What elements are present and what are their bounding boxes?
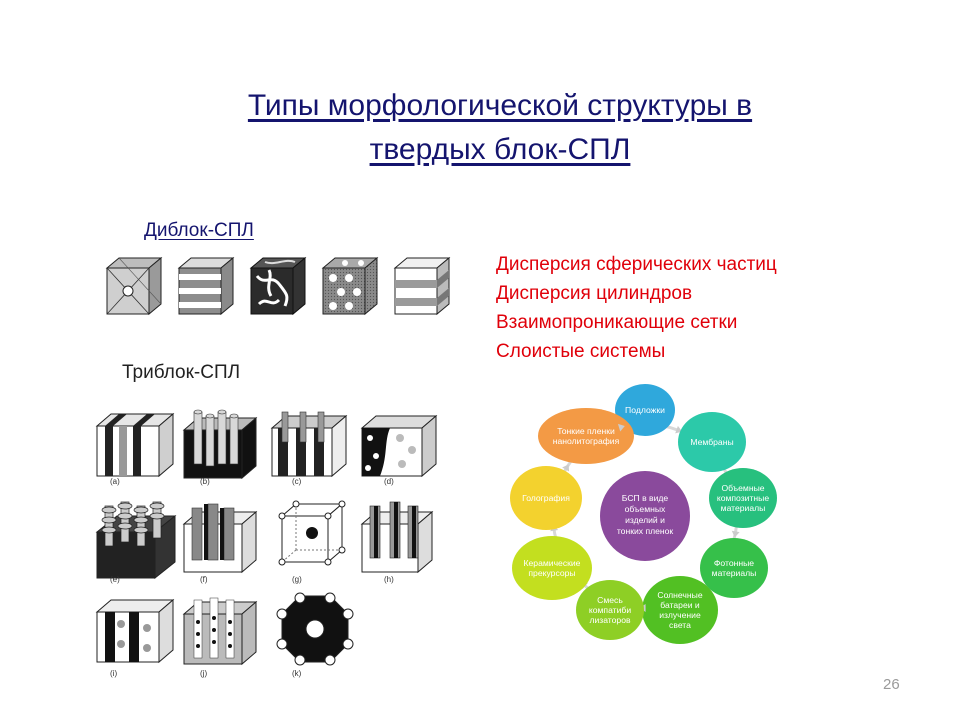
cycle-node-label: материалы	[712, 568, 757, 578]
caption-k: (k)	[292, 669, 302, 678]
cycle-node-label: света	[669, 620, 691, 630]
cycle-center-label: тонких пленок	[617, 526, 674, 536]
morphology-item: Дисперсия цилиндров	[496, 283, 693, 304]
caption-g: (g)	[292, 575, 302, 584]
cycle-node-shape	[709, 468, 777, 528]
cycle-node-shape	[700, 538, 768, 598]
caption-j: (j)	[200, 669, 207, 678]
cycle-node-shape	[510, 466, 582, 530]
cycle-node-shape	[678, 412, 746, 472]
cycle-node-label: Солнечные	[657, 590, 702, 600]
cycle-node-label: прекурсоры	[528, 568, 575, 578]
cycle-node-label: Фотонные	[714, 558, 754, 568]
cycle-node-label: Тонкие пленки	[557, 426, 615, 436]
triblock-i	[95, 598, 175, 664]
cycle-node-label: Керамические	[524, 558, 581, 568]
cycle-node-label: нанолитография	[553, 436, 620, 446]
cycle-center-label: объемных	[625, 504, 666, 514]
cycle-node-shape	[615, 384, 675, 436]
cycle-node-label: композитные	[717, 493, 769, 503]
slide-title: Типы морфологической структуры в твердых…	[150, 84, 850, 172]
triblock-label: Триблок-СПЛ	[122, 362, 241, 383]
cycle-arrow	[731, 530, 740, 538]
cube-spheres	[105, 256, 163, 316]
caption-h: (h)	[384, 575, 394, 584]
cycle-node-label: Подложки	[625, 405, 665, 415]
diblock-morphology-images	[105, 256, 451, 316]
cycle-node-label: лизаторов	[589, 615, 631, 625]
triblock-g	[278, 500, 346, 566]
triblock-f	[182, 503, 258, 574]
cycle-node-shape	[512, 536, 592, 600]
cycle-arrow	[562, 464, 570, 472]
cycle-node-label: Голография	[522, 493, 570, 503]
caption-b: (b)	[200, 477, 210, 486]
triblock-d	[360, 414, 438, 478]
morphology-item: Взаимопроникающие сетки	[496, 312, 738, 333]
caption-e: (e)	[110, 575, 120, 584]
triblock-e	[95, 501, 177, 580]
cycle-node: Подложки	[615, 384, 675, 436]
cube-lamellae	[393, 256, 451, 316]
cube-dispersed	[321, 256, 379, 316]
cycle-node-label: Объемные	[721, 483, 764, 493]
triblock-h	[360, 501, 434, 574]
cycle-node: Голография	[510, 466, 582, 530]
morphology-list: Дисперсия сферических частиц Дисперсия ц…	[496, 250, 777, 366]
triblock-k	[276, 592, 354, 666]
title-line-1: Типы морфологической структуры в	[247, 89, 753, 122]
caption-i: (i)	[110, 669, 117, 678]
cycle-node-label: Смесь	[597, 595, 623, 605]
triblock-a	[95, 412, 175, 478]
triblock-b	[182, 409, 258, 480]
cycle-node-shape	[576, 580, 644, 640]
cube-network	[249, 256, 307, 316]
triblock-j	[182, 597, 258, 666]
triblock-morphology-images: (a) (b) (c) (d) (e) (f) (g) (h) (i) (j) …	[95, 409, 438, 678]
cycle-node-label: излучение	[659, 610, 701, 620]
cycle-node-label: компатиби	[589, 605, 631, 615]
cycle-center-label: БСП в виде	[622, 493, 669, 503]
cycle-arrow	[617, 423, 625, 432]
caption-d: (d)	[384, 477, 394, 486]
morphology-item: Дисперсия сферических частиц	[496, 254, 777, 275]
cycle-node-shape	[642, 576, 718, 644]
caption-f: (f)	[200, 575, 208, 584]
cycle-node-label: батареи и	[660, 600, 700, 610]
caption-c: (c)	[292, 477, 302, 486]
cycle-center-label: изделий и	[625, 515, 665, 525]
diblock-label: Диблок-СПЛ	[144, 220, 254, 241]
morphology-item: Слоистые системы	[496, 341, 666, 362]
cycle-node-label: Мембраны	[690, 437, 733, 447]
triblock-c	[270, 411, 348, 478]
cycle-center-shape	[600, 471, 690, 561]
cycle-node-label: материалы	[721, 503, 766, 513]
cycle-node: Мембраны	[678, 412, 746, 472]
cube-cylinders	[177, 256, 235, 316]
page-number: 26	[883, 676, 900, 693]
title-line-2: твердых блок-СПЛ	[369, 133, 631, 166]
caption-a: (a)	[110, 477, 120, 486]
applications-cycle-diagram: ПодложкиМембраныОбъемныекомпозитныематер…	[510, 384, 777, 644]
cycle-node-shape	[538, 408, 634, 464]
